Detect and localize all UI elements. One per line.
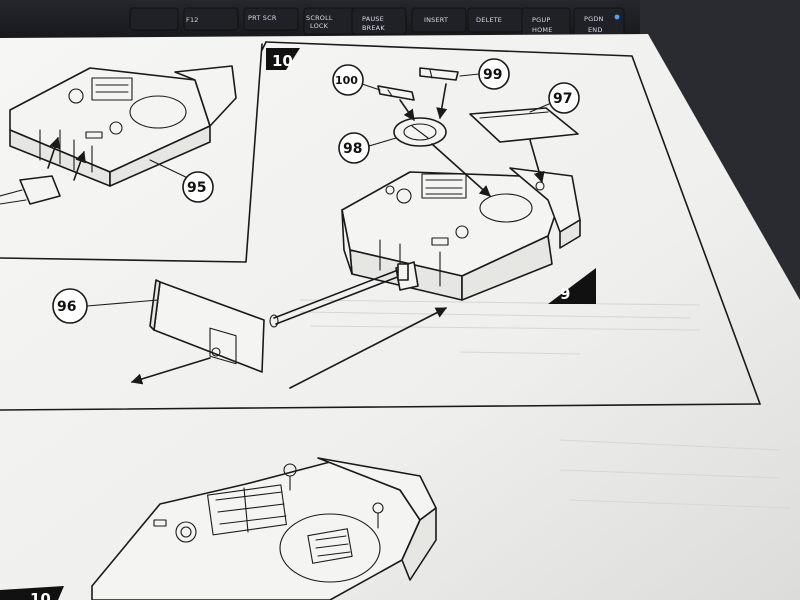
assembly-arrow — [436, 83, 448, 120]
assembly-arrow — [529, 139, 545, 184]
turret-assembly-left — [0, 65, 237, 205]
part-number-label: 96 — [57, 299, 76, 315]
step-number-label: 10 — [30, 590, 51, 600]
key-label: HOME — [532, 26, 553, 34]
turret-assembly-bottom — [91, 457, 437, 600]
step-marker-mid: 9 — [548, 268, 596, 304]
step-number-label: 9 — [560, 285, 570, 303]
key-cap — [183, 7, 239, 31]
key-label: SCROLL — [306, 14, 333, 22]
part-callout-100: 100 — [332, 64, 381, 96]
plate-97 — [469, 107, 579, 143]
key-label: LOCK — [310, 22, 329, 30]
key-cap — [411, 7, 467, 33]
gun-barrel-part — [269, 263, 409, 328]
part-callout-95: 95 — [182, 171, 214, 203]
key-led-indicator — [614, 14, 620, 20]
part-callout-99: 99 — [459, 58, 510, 90]
key-label: END — [588, 26, 603, 34]
part-callout-98: 98 — [338, 132, 397, 164]
part-callout-96: 96 — [52, 288, 159, 324]
keyboard-keys — [129, 7, 625, 39]
key-cap — [243, 7, 299, 31]
step-marker-bottom: 10 — [0, 586, 64, 600]
key-cap — [129, 7, 179, 31]
part-99 — [419, 67, 459, 81]
part-number-label: 97 — [553, 91, 572, 107]
key-label: BREAK — [362, 24, 385, 32]
part-number-label: 100 — [335, 74, 358, 87]
key-label: PAUSE — [362, 15, 384, 23]
key-label: INSERT — [424, 16, 448, 24]
key-label: F12 — [186, 16, 199, 24]
key-label: PGDN — [584, 15, 604, 23]
part-number-label: 99 — [483, 67, 502, 83]
key-cap — [351, 7, 407, 35]
assembly-arrow — [289, 307, 447, 389]
part-100 — [377, 85, 415, 101]
key-label: PGUP — [532, 16, 550, 24]
step-marker-top: 10 — [266, 48, 300, 70]
part-callout-97: 97 — [529, 82, 580, 114]
part-number-label: 98 — [343, 141, 362, 157]
assembly-arrow — [399, 99, 415, 121]
key-label: PRT SCR — [248, 14, 277, 22]
hatch-ring-98 — [393, 117, 447, 147]
step-number-label: 10 — [272, 52, 293, 70]
laptop-keyboard: F12 PRT SCR SCROLL LOCK PAUSE BREAK INSE… — [0, 0, 640, 40]
assembly-arrow — [431, 143, 491, 197]
assembly-arrow — [130, 357, 211, 385]
show-through-print — [299, 299, 791, 509]
panel-frames — [0, 41, 761, 411]
key-label: DELETE — [476, 16, 502, 24]
turret-assembly-main — [341, 167, 581, 301]
part-number-label: 95 — [187, 180, 206, 196]
mantlet-plate-96 — [149, 279, 265, 373]
